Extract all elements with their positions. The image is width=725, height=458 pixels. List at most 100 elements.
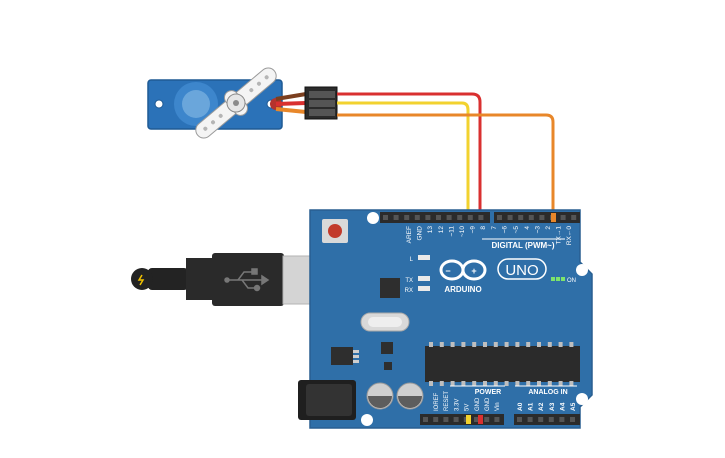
pin-hole[interactable] [453, 417, 459, 422]
analog-header-label: ANALOG IN [528, 389, 567, 396]
pin-hole[interactable] [518, 215, 524, 220]
pin-hole[interactable] [538, 417, 544, 422]
digital-pin-label: ~3 [534, 226, 541, 234]
wire-signal-tip [466, 415, 471, 424]
pin-hole[interactable] [560, 215, 566, 220]
bottom-pin-holes [423, 417, 575, 422]
pin-hole[interactable] [383, 215, 388, 220]
pin-hole[interactable] [507, 215, 513, 220]
chip-pin [526, 342, 531, 347]
led-l-label: L [410, 257, 414, 263]
pin-hole[interactable] [527, 417, 533, 422]
pin-hole[interactable] [571, 215, 577, 220]
wire-signal[interactable] [337, 101, 470, 420]
pin-hole[interactable] [478, 215, 484, 220]
chip-pin [429, 342, 433, 347]
chip-pin [439, 381, 444, 386]
wire-ground[interactable] [337, 113, 555, 217]
on-led-label: ON [567, 278, 576, 284]
analog-pin-label: A0 [517, 402, 524, 411]
power-header [420, 414, 504, 425]
chip-pin [569, 342, 574, 347]
lightning-icon [137, 274, 145, 286]
chip-pin [558, 381, 563, 386]
pin-hole[interactable] [414, 215, 420, 220]
pin-hole[interactable] [393, 215, 399, 220]
digital-pin-label: ~6 [501, 226, 508, 234]
analog-pin-label: A1 [528, 402, 535, 411]
wire-power[interactable] [337, 92, 482, 420]
digital-pwm-label: DIGITAL (PWM~) [491, 241, 554, 250]
servo-connector[interactable] [304, 86, 338, 120]
pin-hole[interactable] [570, 417, 575, 422]
servo-motor[interactable] [147, 65, 307, 142]
led-rx [418, 286, 430, 291]
digital-pin-label: ~9 [470, 226, 477, 234]
pin-hole[interactable] [528, 215, 534, 220]
pin-hole[interactable] [497, 215, 502, 220]
analog-header [514, 414, 580, 425]
atmega-chip [425, 346, 580, 382]
analog-pin-label: A2 [538, 402, 545, 411]
pin-hole[interactable] [404, 215, 410, 220]
usb-icon [224, 268, 270, 292]
pin-hole[interactable] [446, 215, 452, 220]
svg-text:−: − [445, 266, 450, 276]
chip-pin [450, 381, 455, 386]
chip-pin [472, 381, 477, 386]
chip-pin [439, 342, 444, 347]
pin-hole[interactable] [559, 417, 565, 422]
chip-pin [547, 381, 552, 386]
mounting-hole [361, 414, 373, 426]
power-pin-label: GND [475, 397, 481, 411]
chip-pin [461, 342, 466, 347]
chip-pin [526, 381, 531, 386]
power-header-label: POWER [475, 389, 501, 396]
pin-hole[interactable] [433, 417, 439, 422]
mounting-hole [367, 212, 379, 224]
chip-pin [493, 342, 498, 347]
digital-header-left [380, 212, 490, 223]
pin-hole[interactable] [474, 417, 479, 422]
chip-pin [515, 342, 520, 347]
chip-pin [569, 381, 574, 386]
power-pin-label: RESET [444, 391, 450, 411]
chip-pin [461, 381, 466, 386]
pin-hole[interactable] [548, 417, 554, 422]
uno-badge [497, 258, 547, 280]
led-rx-label: RX [405, 288, 413, 294]
led-l [418, 255, 430, 260]
digital-pin-label: ~10 [459, 226, 466, 237]
pin-hole[interactable] [425, 215, 431, 220]
chip-pin [429, 381, 433, 386]
arduino-logo-icon [439, 259, 487, 281]
pin-hole[interactable] [457, 215, 463, 220]
chip-pin [515, 381, 520, 386]
digital-pin-label: 2 [545, 226, 552, 230]
usb-chip [380, 278, 400, 298]
pin-hole[interactable] [484, 417, 490, 422]
pin-hole[interactable] [517, 417, 522, 422]
pin-hole[interactable] [423, 417, 428, 422]
wires [337, 92, 555, 420]
arduino-brand-text: ARDUINO [444, 285, 481, 294]
analog-pin-label: A4 [559, 402, 566, 411]
pin-hole[interactable] [494, 417, 500, 422]
digital-pin-label: TX→1 [556, 226, 563, 245]
pin-hole[interactable] [467, 215, 473, 220]
pin-hole[interactable] [436, 215, 441, 220]
pin-hole[interactable] [443, 417, 449, 422]
mounting-hole [576, 393, 588, 405]
chip-pin [472, 342, 477, 347]
digital-pin-label: GND [417, 226, 424, 241]
digital-pin-label: RX←0 [566, 226, 573, 246]
power-pin-label: Vin [495, 402, 501, 411]
pin-hole[interactable] [539, 215, 545, 220]
chip-pin [483, 342, 487, 347]
